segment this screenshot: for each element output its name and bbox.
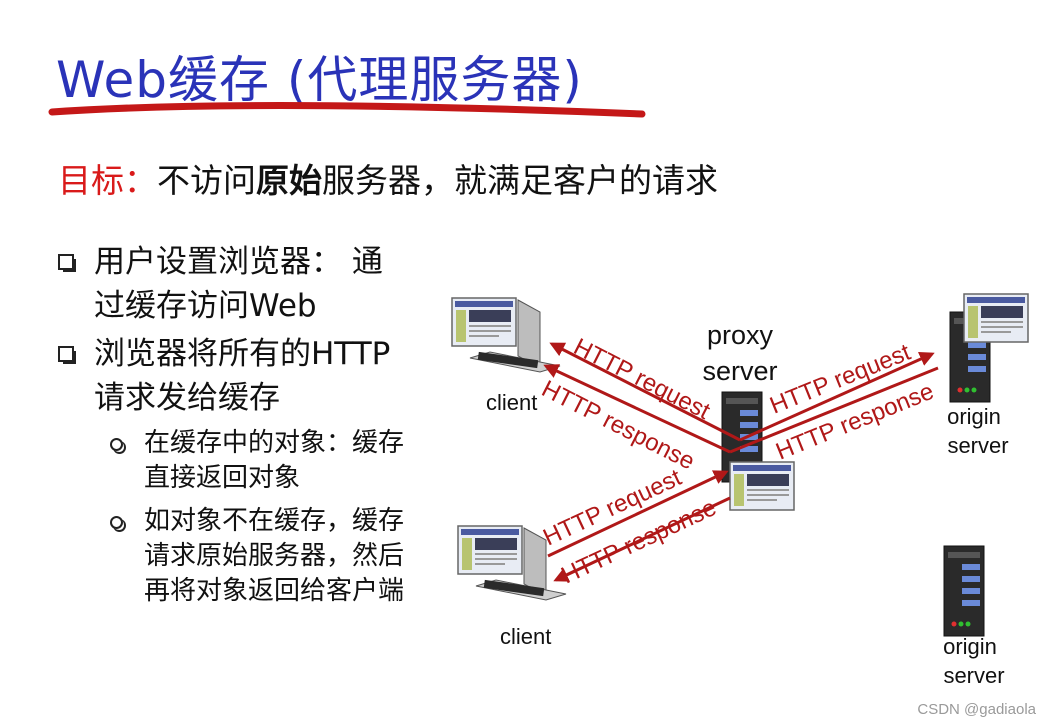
watermark: CSDN @gadiaola [917,701,1036,718]
client-top-label: client [486,390,537,415]
origin-server-bottom-icon [944,546,984,636]
origin-top-label-line2: server [947,433,1008,458]
origin-bottom-label-line1: origin [943,634,997,659]
proxy-label-line2: server [702,356,777,386]
origin-server-top-icon [950,294,1028,402]
origin-top-label-line1: origin [947,404,1001,429]
client-top-computer-icon [452,298,560,372]
origin-bottom-label-line2: server [943,663,1004,688]
proxy-label-line1: proxy [707,320,774,350]
client-bottom-label: client [500,624,551,649]
